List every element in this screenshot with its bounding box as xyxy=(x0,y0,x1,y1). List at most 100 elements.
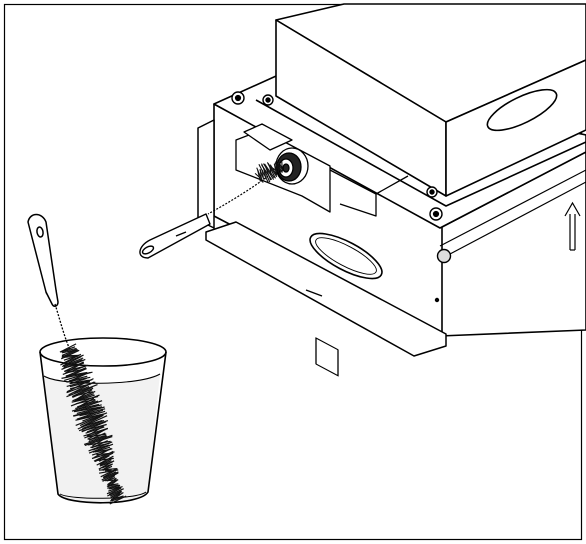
bristle-stroke xyxy=(80,414,104,428)
bristle-stroke xyxy=(274,162,282,173)
bristle-stroke xyxy=(108,487,122,496)
cup-body xyxy=(39,351,167,504)
bristle-stroke xyxy=(267,162,278,178)
bristle-stroke xyxy=(66,378,94,393)
bristle-stroke xyxy=(76,399,96,408)
bristle-stroke xyxy=(73,386,90,394)
bristle-stroke xyxy=(263,163,275,180)
bristle-stroke xyxy=(84,435,113,446)
bristle-stroke xyxy=(75,400,99,410)
bristle-stroke xyxy=(60,347,77,353)
bristle-stroke xyxy=(65,362,84,374)
bristle-stroke xyxy=(88,434,107,441)
bristle-stroke xyxy=(61,354,80,357)
bristle-stroke xyxy=(264,164,275,179)
cleaning-brush-icon xyxy=(27,213,127,505)
bristle-stroke xyxy=(102,472,119,482)
bristle-stroke xyxy=(110,495,124,501)
bristle-stroke xyxy=(87,428,106,440)
slotted-hole-icon xyxy=(309,232,383,280)
bristle-stroke xyxy=(109,495,127,505)
port-cap xyxy=(275,147,309,185)
bristle-stroke xyxy=(63,359,83,368)
bristle-stroke xyxy=(81,423,107,432)
mounting-flanges xyxy=(197,119,447,357)
bristle-stroke xyxy=(99,460,112,466)
bristle-stroke xyxy=(82,419,105,430)
tray-notch xyxy=(305,289,323,297)
port-brush-handle xyxy=(139,213,211,259)
bristle-stroke xyxy=(82,414,100,422)
bristle-stroke xyxy=(61,348,78,356)
bristle-stroke xyxy=(100,467,118,478)
bristle-stroke xyxy=(95,457,114,462)
bristle-stroke xyxy=(93,450,114,462)
bristle-stroke xyxy=(106,485,123,495)
brush-handle xyxy=(27,213,59,307)
bristle-stroke xyxy=(86,425,103,433)
bristle-stroke xyxy=(74,393,95,402)
bristle-stroke xyxy=(71,386,93,398)
bristle-stroke xyxy=(65,371,88,377)
corner-bolt xyxy=(436,248,452,264)
bristle-stroke xyxy=(106,475,116,482)
bristle-stroke xyxy=(64,371,91,381)
bristle-stroke xyxy=(98,468,117,471)
bristle-stroke xyxy=(91,437,106,447)
bristle-stroke xyxy=(107,484,121,489)
bristle-stroke xyxy=(98,460,115,470)
bristle-stroke xyxy=(69,379,89,385)
bristle-stroke xyxy=(112,492,121,499)
bristle-stroke xyxy=(93,447,112,459)
bristle-stroke xyxy=(76,409,104,420)
side-face-details xyxy=(434,169,586,303)
bristle-stroke xyxy=(79,414,104,427)
bristle-stroke xyxy=(83,434,113,445)
bristle-stroke xyxy=(88,435,108,443)
bristle-stroke xyxy=(110,491,123,498)
bristle-stroke xyxy=(87,440,111,446)
bristle-stroke xyxy=(102,469,116,478)
housing-screws xyxy=(231,91,452,264)
bristle-stroke xyxy=(62,355,82,367)
bristle-stroke xyxy=(99,458,112,465)
bristle-stroke xyxy=(103,471,117,479)
brush-bristles xyxy=(59,343,127,505)
brush-wire xyxy=(54,303,71,351)
water-surface xyxy=(43,373,161,384)
bristle-stroke xyxy=(72,390,96,402)
port-brush-wire xyxy=(207,175,269,215)
bristle-stroke xyxy=(107,488,124,497)
bristle-stroke xyxy=(258,163,270,184)
bristle-stroke xyxy=(77,415,108,430)
bristle-stroke xyxy=(68,381,95,396)
up-arrow-icon xyxy=(564,201,581,251)
bristle-stroke xyxy=(92,444,110,451)
bristle-stroke xyxy=(101,471,119,481)
bristle-stroke xyxy=(62,353,82,365)
bristle-stroke xyxy=(70,394,100,407)
bristle-stroke xyxy=(72,406,105,417)
left-flange xyxy=(197,119,215,229)
bristle-stroke xyxy=(108,479,117,486)
bristle-stroke xyxy=(76,406,101,414)
bristle-stroke xyxy=(73,408,106,417)
bristle-stroke xyxy=(108,486,121,492)
cup-rim xyxy=(39,337,167,367)
bristle-stroke xyxy=(75,403,100,411)
bristle-stroke xyxy=(61,357,84,368)
bristle-stroke xyxy=(82,419,103,427)
bristle-stroke xyxy=(65,368,87,379)
bristle-stroke xyxy=(73,391,93,397)
bottom-tray xyxy=(205,221,447,357)
bristle-stroke xyxy=(269,164,277,175)
bristle-stroke xyxy=(107,483,119,486)
bristle-stroke xyxy=(68,375,88,382)
side-screw-dot xyxy=(434,297,440,303)
bristle-stroke xyxy=(104,469,112,472)
bristle-stroke xyxy=(75,398,96,405)
control-box-oval-window xyxy=(486,88,558,132)
control-box xyxy=(255,3,586,207)
